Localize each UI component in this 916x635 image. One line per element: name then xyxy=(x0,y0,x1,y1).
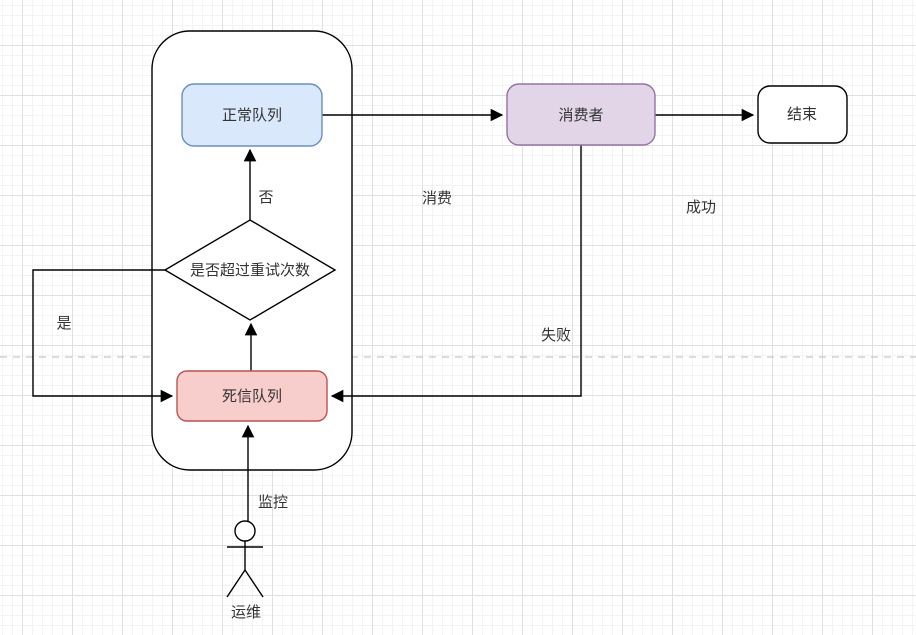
node-retry-decision-diamond[interactable] xyxy=(163,219,337,321)
consumer-label: 消费者 xyxy=(558,106,603,124)
actor-head-icon xyxy=(234,520,256,542)
actor-right-leg-icon xyxy=(244,569,264,598)
edge-label-yes: 是 xyxy=(56,314,71,332)
edge-label-monitor: 监控 xyxy=(258,493,288,511)
node-end[interactable] xyxy=(757,85,848,144)
node-consumer[interactable] xyxy=(506,83,656,146)
actor-left-leg-icon xyxy=(226,569,246,598)
node-dead-letter-queue[interactable] xyxy=(176,370,328,422)
normal-queue-label: 正常队列 xyxy=(222,106,282,124)
dead-letter-queue-label: 死信队列 xyxy=(222,387,282,405)
edge-label-success: 成功 xyxy=(686,198,716,216)
actor-label: 运维 xyxy=(231,603,261,621)
end-label: 结束 xyxy=(787,105,817,123)
node-normal-queue[interactable] xyxy=(181,83,323,147)
edge-decision-yes-loop[interactable] xyxy=(32,269,174,403)
edge-label-no: 否 xyxy=(258,188,273,206)
edge-consumer-to-dead-letter[interactable] xyxy=(330,145,582,403)
actor-ops[interactable]: 运维 xyxy=(226,520,264,621)
retry-decision-label: 是否超过重试次数 xyxy=(190,261,310,279)
edge-label-consume: 消费 xyxy=(422,189,452,207)
edge-label-fail: 失败 xyxy=(541,326,571,344)
